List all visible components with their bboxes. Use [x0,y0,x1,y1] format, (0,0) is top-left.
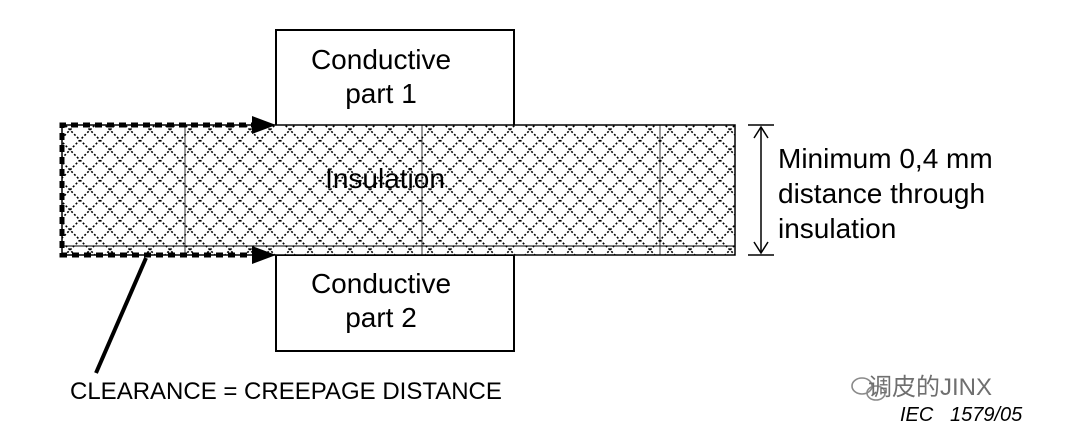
distance-line3: insulation [778,213,897,244]
conductive-part-1-label: Conductive part 1 [276,43,486,111]
conductive-part-1-box [275,29,515,127]
distance-through-insulation-label: Minimum 0,4 mm distance through insulati… [778,141,1038,246]
dimension-arrow-top [753,125,769,139]
clearance-path [59,122,258,258]
conductive-part-1-line1: Conductive [310,44,452,75]
dimension-arrow-bottom [753,241,769,255]
conductive-part-2-line1: Conductive [310,268,452,299]
leader-line [94,257,148,374]
distance-line2: distance through [778,178,986,209]
path-arrowhead-top [252,116,276,134]
distance-line1: Minimum 0,4 mm [778,143,993,174]
conductive-part-2-box [275,254,515,352]
wechat-icon [851,377,886,401]
conductive-part-2-label: Conductive part 2 [276,267,486,335]
conductive-part-2-line2: part 2 [345,302,417,333]
conductive-part-1-line2: part 1 [345,78,417,109]
insulation-label: Insulation [325,163,445,194]
figure-code: IEC 1579/05 [900,404,1023,426]
clearance-creepage-label: CLEARANCE = CREEPAGE DISTANCE [70,378,502,405]
insulation-slab [61,124,736,256]
path-arrowhead-bottom [252,246,276,264]
watermark-text: 调皮的JINX [868,374,993,401]
